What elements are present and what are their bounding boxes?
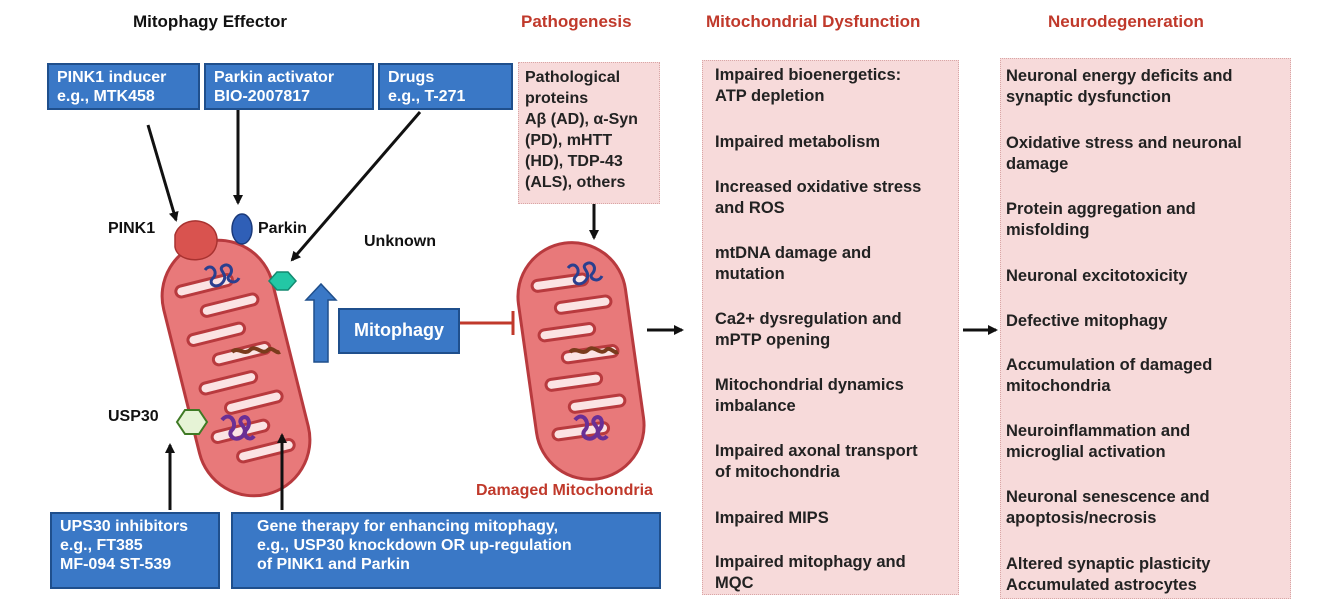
dysfunction-item: Increased oxidative stress and ROS <box>715 177 921 219</box>
pink1-inducer-box: PINK1 inducer e.g., MTK458 <box>47 63 200 110</box>
neuro-item: Neuronal senescence and apoptosis/necros… <box>1006 487 1210 529</box>
pink1-label: PINK1 <box>108 220 156 237</box>
dysfunction-item-line: imbalance <box>715 397 796 415</box>
parkin-activator-line-2: BIO-2007817 <box>214 88 311 105</box>
gene-therapy-line-2: e.g., USP30 knockdown OR up-regulation <box>257 537 572 554</box>
neuro-item: Oxidative stress and neuronal damage <box>1006 133 1242 175</box>
mitophagy-effector-heading: Mitophagy Effector <box>133 12 287 31</box>
dysfunction-item: Impaired bioenergetics: ATP depletion <box>715 65 901 107</box>
dysfunction-item-line: Increased oxidative stress <box>715 178 922 196</box>
neuro-item-line: Neuronal senescence and <box>1006 488 1210 506</box>
dysfunction-item-line: Impaired bioenergetics: <box>715 66 902 84</box>
drugs-box: Drugs e.g., T-271 <box>378 63 513 110</box>
mitophagy-label: Mitophagy <box>354 320 444 340</box>
neuro-item-line: Accumulation of damaged <box>1006 356 1213 374</box>
neuro-item: Defective mitophagy <box>1006 311 1167 332</box>
usp30-inhibitors-box: UPS30 inhibitors e.g., FT385 MF-094 ST-5… <box>50 512 220 589</box>
usp30-inhibitors-line-2: e.g., FT385 <box>60 537 143 554</box>
neuro-item-line: Neuronal excitotoxicity <box>1006 267 1188 285</box>
neuro-item: Neuronal excitotoxicity <box>1006 266 1188 287</box>
dysfunction-item-line: MQC <box>715 574 754 592</box>
dysfunction-item-line: and ROS <box>715 199 785 217</box>
mito-dysfunction-box: Impaired bioenergetics: ATP depletion Im… <box>702 60 959 595</box>
neuro-item-line: microglial activation <box>1006 443 1166 461</box>
dysfunction-item-line: mPTP opening <box>715 331 831 349</box>
dysfunction-item: Impaired axonal transport of mitochondri… <box>715 441 918 483</box>
neuro-item-line: Altered synaptic plasticity <box>1006 555 1211 573</box>
parkin-label: Parkin <box>258 220 307 237</box>
damaged-mitochondrion <box>516 241 646 481</box>
dysfunction-item-line: Mitochondrial dynamics <box>715 376 904 394</box>
gene-therapy-line-3: of PINK1 and Parkin <box>257 556 410 573</box>
pink1-inducer-line-1: PINK1 inducer <box>57 69 167 86</box>
pathogenesis-line-5: (HD), TDP-43 <box>525 153 623 170</box>
pathogenesis-line-1: Pathological <box>525 69 621 86</box>
dysfunction-item: Mitochondrial dynamics imbalance <box>715 375 904 417</box>
dysfunction-item-line: ATP depletion <box>715 87 825 105</box>
drugs-line-1: Drugs <box>388 69 435 86</box>
dysfunction-item: Impaired MIPS <box>715 508 829 529</box>
parkin-activator-box: Parkin activator BIO-2007817 <box>204 63 374 110</box>
neuro-item: Neuronal energy deficits and synaptic dy… <box>1006 66 1232 108</box>
neuro-item-line: Defective mitophagy <box>1006 312 1168 330</box>
mtdna-purple <box>220 414 256 441</box>
neuro-item: Altered synaptic plasticity Accumulated … <box>1006 554 1211 596</box>
usp30-inhibitors-line-3: MF-094 ST-539 <box>60 556 172 573</box>
mitophagy-box: Mitophagy <box>338 308 460 354</box>
dysfunction-item-line: of mitochondria <box>715 463 840 481</box>
neuro-item: Protein aggregation and misfolding <box>1006 199 1196 241</box>
parkin-activator-line-1: Parkin activator <box>214 69 335 86</box>
gene-therapy-box: Gene therapy for enhancing mitophagy, e.… <box>231 512 661 589</box>
dysfunction-item-line: Impaired mitophagy and <box>715 553 906 571</box>
unknown-label: Unknown <box>364 233 436 250</box>
neuro-item: Neuroinflammation and microglial activat… <box>1006 421 1190 463</box>
neuro-item-line: Neuronal energy deficits and <box>1006 67 1233 85</box>
pathogenesis-heading: Pathogenesis <box>521 12 632 31</box>
neuro-item-line: apoptosis/necrosis <box>1006 509 1157 527</box>
pathogenesis-line-2: proteins <box>525 90 589 107</box>
mito-dysfunction-heading: Mitochondrial Dysfunction <box>706 12 921 31</box>
healthy-mitochondrion <box>160 238 312 498</box>
usp30-label: USP30 <box>108 408 159 425</box>
neuro-item-line: Protein aggregation and <box>1006 200 1196 218</box>
neuro-item-line: synaptic dysfunction <box>1006 88 1172 106</box>
dysfunction-item-line: mtDNA damage and <box>715 244 872 262</box>
dysfunction-item-line: Impaired axonal transport <box>715 442 918 460</box>
dysfunction-item: Impaired metabolism <box>715 132 880 153</box>
drugs-line-2: e.g., T-271 <box>388 88 466 105</box>
neurodegeneration-box: Neuronal energy deficits and synaptic dy… <box>1000 58 1291 599</box>
usp30-hexagon <box>175 409 209 435</box>
pathogenesis-line-3: Aβ (AD), α-Syn <box>525 111 638 128</box>
dysfunction-item: Impaired mitophagy and MQC <box>715 552 906 594</box>
neuro-item: Accumulation of damaged mitochondria <box>1006 355 1212 397</box>
neuro-item-line: misfolding <box>1006 221 1090 239</box>
pathogenesis-line-6: (ALS), others <box>525 174 626 191</box>
gene-therapy-line-1: Gene therapy for enhancing mitophagy, <box>257 518 559 535</box>
dysfunction-item-line: Impaired metabolism <box>715 133 881 151</box>
neuro-item-line: Accumulated astrocytes <box>1006 576 1197 594</box>
pathogenesis-box: Pathological proteins Aβ (AD), α-Syn (PD… <box>518 62 660 204</box>
mtdna-blue <box>203 263 241 288</box>
drug-target-hexagon <box>267 271 298 291</box>
parkin-protein <box>231 213 253 245</box>
dysfunction-item: Ca2+ dysregulation and mPTP opening <box>715 309 902 351</box>
neuro-item-line: damage <box>1006 155 1069 173</box>
mtdna-brown <box>230 346 281 355</box>
upregulation-arrow <box>304 282 338 363</box>
neuro-item-line: mitochondria <box>1006 377 1111 395</box>
pink1-inducer-line-2: e.g., MTK458 <box>57 88 155 105</box>
pink1-protein <box>174 220 218 261</box>
pathogenesis-line-4: (PD), mHTT <box>525 132 613 149</box>
usp30-inhibitors-line-1: UPS30 inhibitors <box>60 518 189 535</box>
dysfunction-item-line: Ca2+ dysregulation and <box>715 310 902 328</box>
neurodegeneration-heading: Neurodegeneration <box>1048 12 1204 31</box>
neuro-item-line: Oxidative stress and neuronal <box>1006 134 1242 152</box>
neuro-item-line: Neuroinflammation and <box>1006 422 1191 440</box>
dysfunction-item-line: Impaired MIPS <box>715 509 829 527</box>
dysfunction-item-line: mutation <box>715 265 785 283</box>
dysfunction-item: mtDNA damage and mutation <box>715 243 871 285</box>
damaged-mito-label: Damaged Mitochondria <box>476 482 653 499</box>
